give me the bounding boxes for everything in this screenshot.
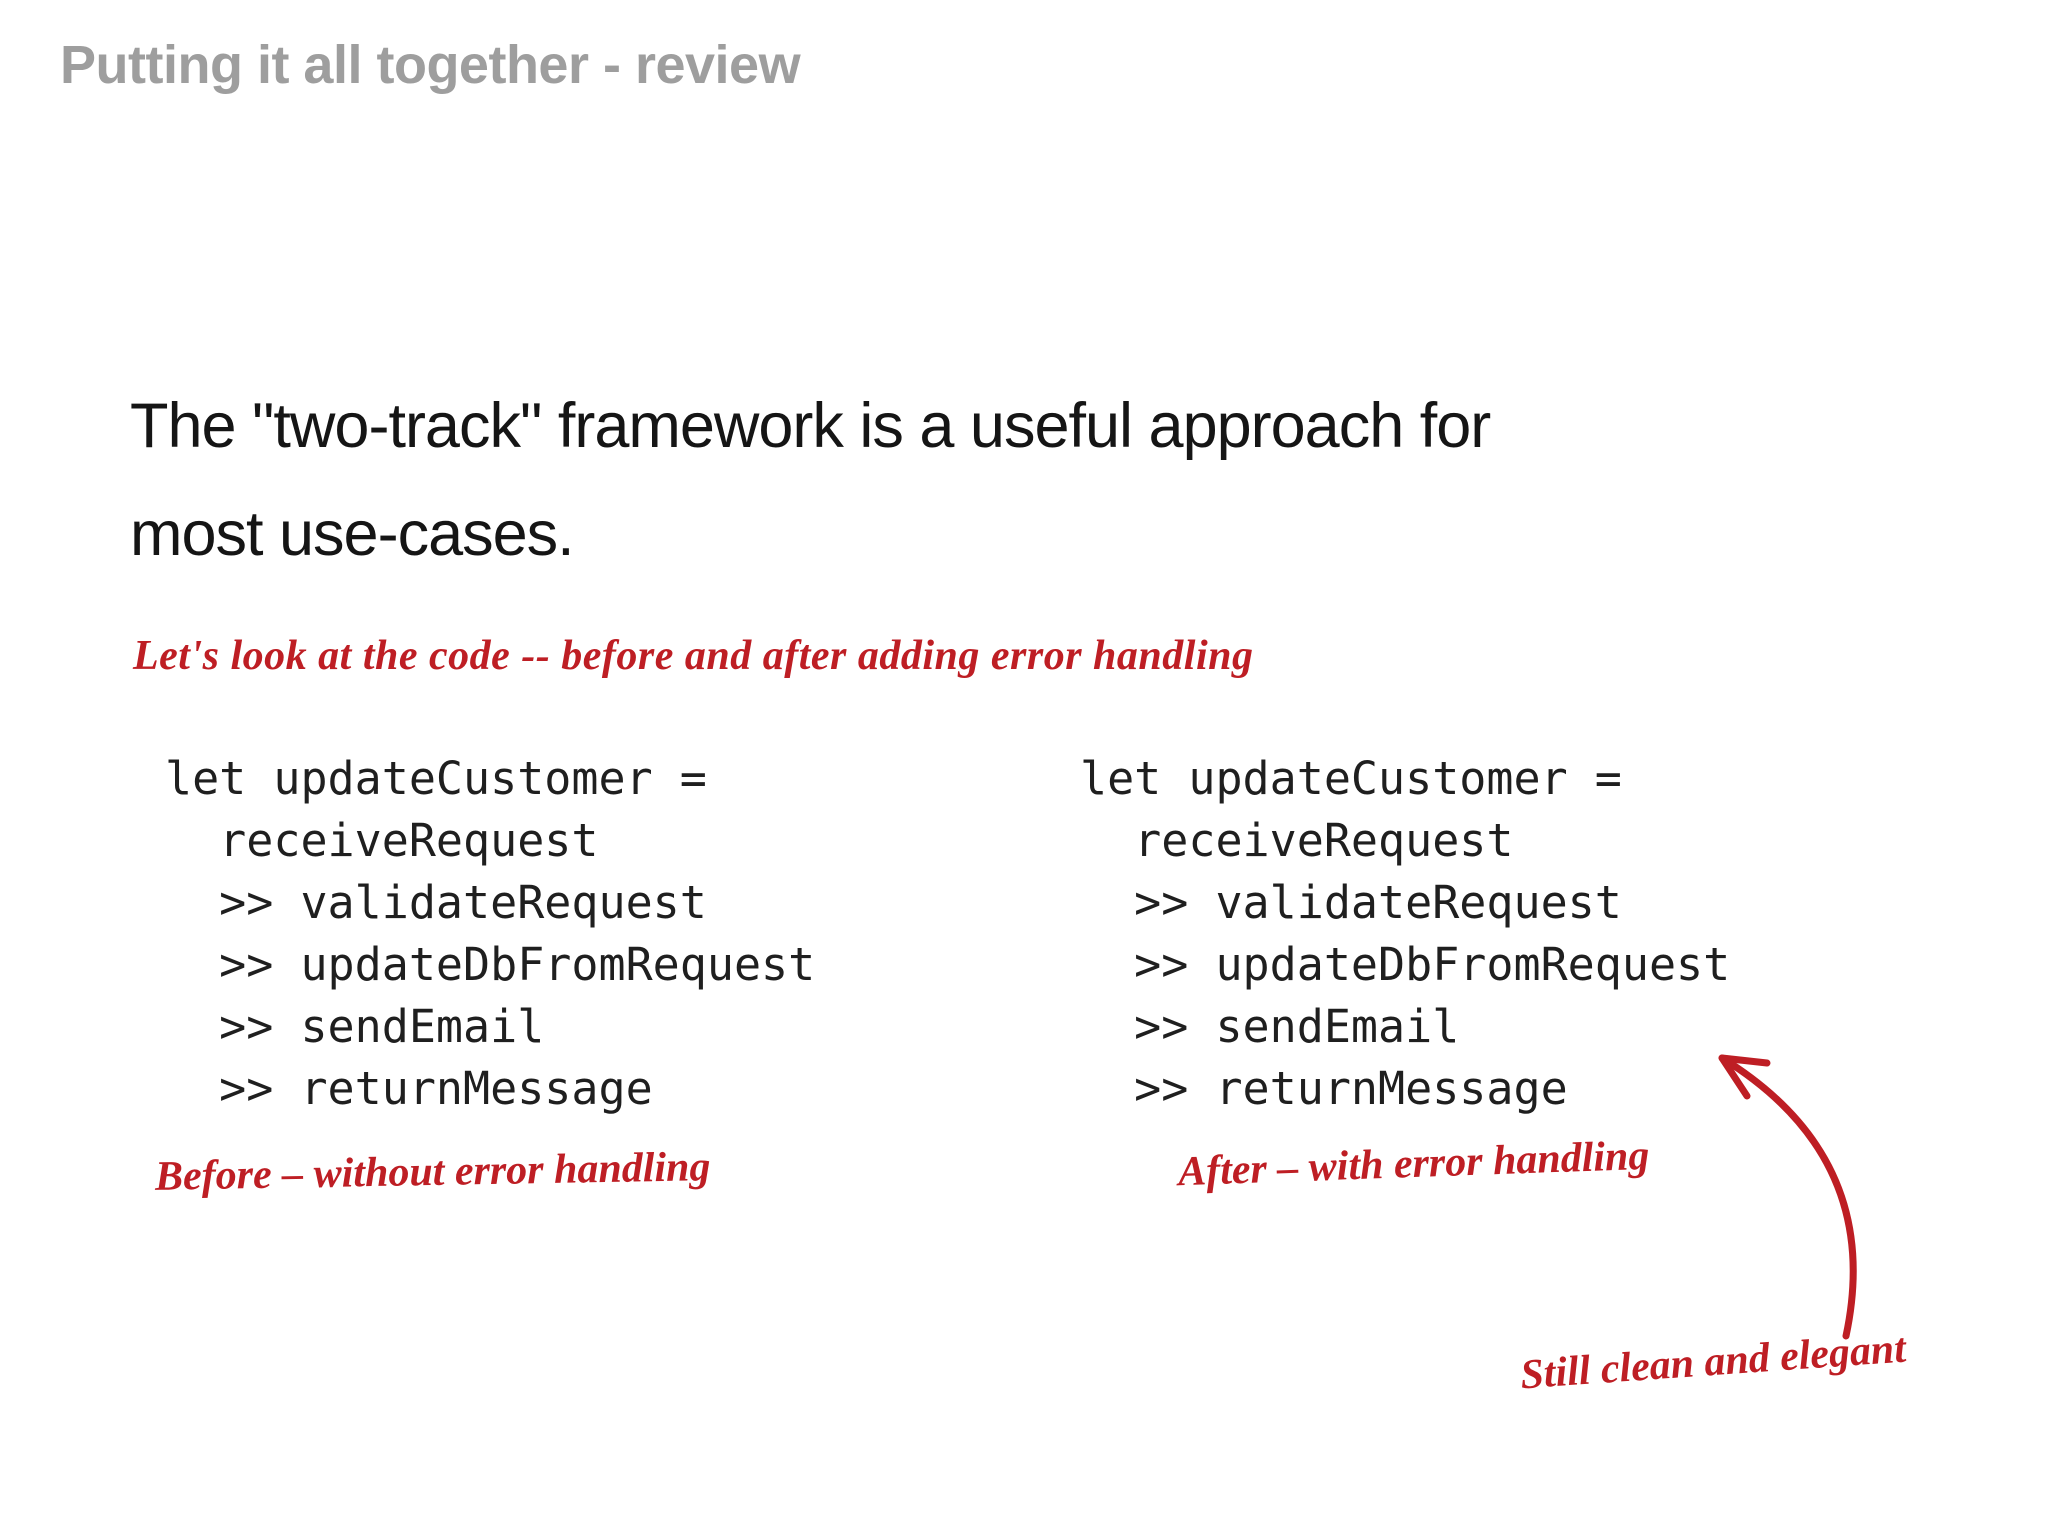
code-line: >> validateRequest xyxy=(165,876,707,929)
heading-line-1: The "two-track" framework is a useful ap… xyxy=(130,391,1491,461)
code-line: >> returnMessage xyxy=(1080,1062,1568,1115)
code-block-after: let updateCustomer = receiveRequest >> v… xyxy=(1080,748,1730,1120)
code-line: let updateCustomer = xyxy=(1080,752,1622,805)
code-line: receiveRequest xyxy=(165,814,599,867)
code-line: >> validateRequest xyxy=(1080,876,1622,929)
code-line: receiveRequest xyxy=(1080,814,1514,867)
curved-arrow-icon xyxy=(1718,1054,1857,1340)
intro-annotation: Let's look at the code -- before and aft… xyxy=(133,633,1254,679)
code-line: >> updateDbFromRequest xyxy=(1080,938,1731,991)
code-line: >> sendEmail xyxy=(165,1000,545,1053)
code-line: >> sendEmail xyxy=(1080,1000,1460,1053)
code-line: >> updateDbFromRequest xyxy=(165,938,816,991)
code-line: let updateCustomer = xyxy=(165,752,707,805)
main-heading: The "two-track" framework is a useful ap… xyxy=(130,372,1491,588)
slide-title: Putting it all together - review xyxy=(60,35,801,95)
code-block-before: let updateCustomer = receiveRequest >> v… xyxy=(165,748,815,1120)
code-line: >> returnMessage xyxy=(165,1062,653,1115)
after-caption: After – with error handling xyxy=(1177,1132,1651,1196)
before-caption: Before – without error handling xyxy=(154,1144,711,1200)
heading-line-2: most use-cases. xyxy=(130,499,575,569)
